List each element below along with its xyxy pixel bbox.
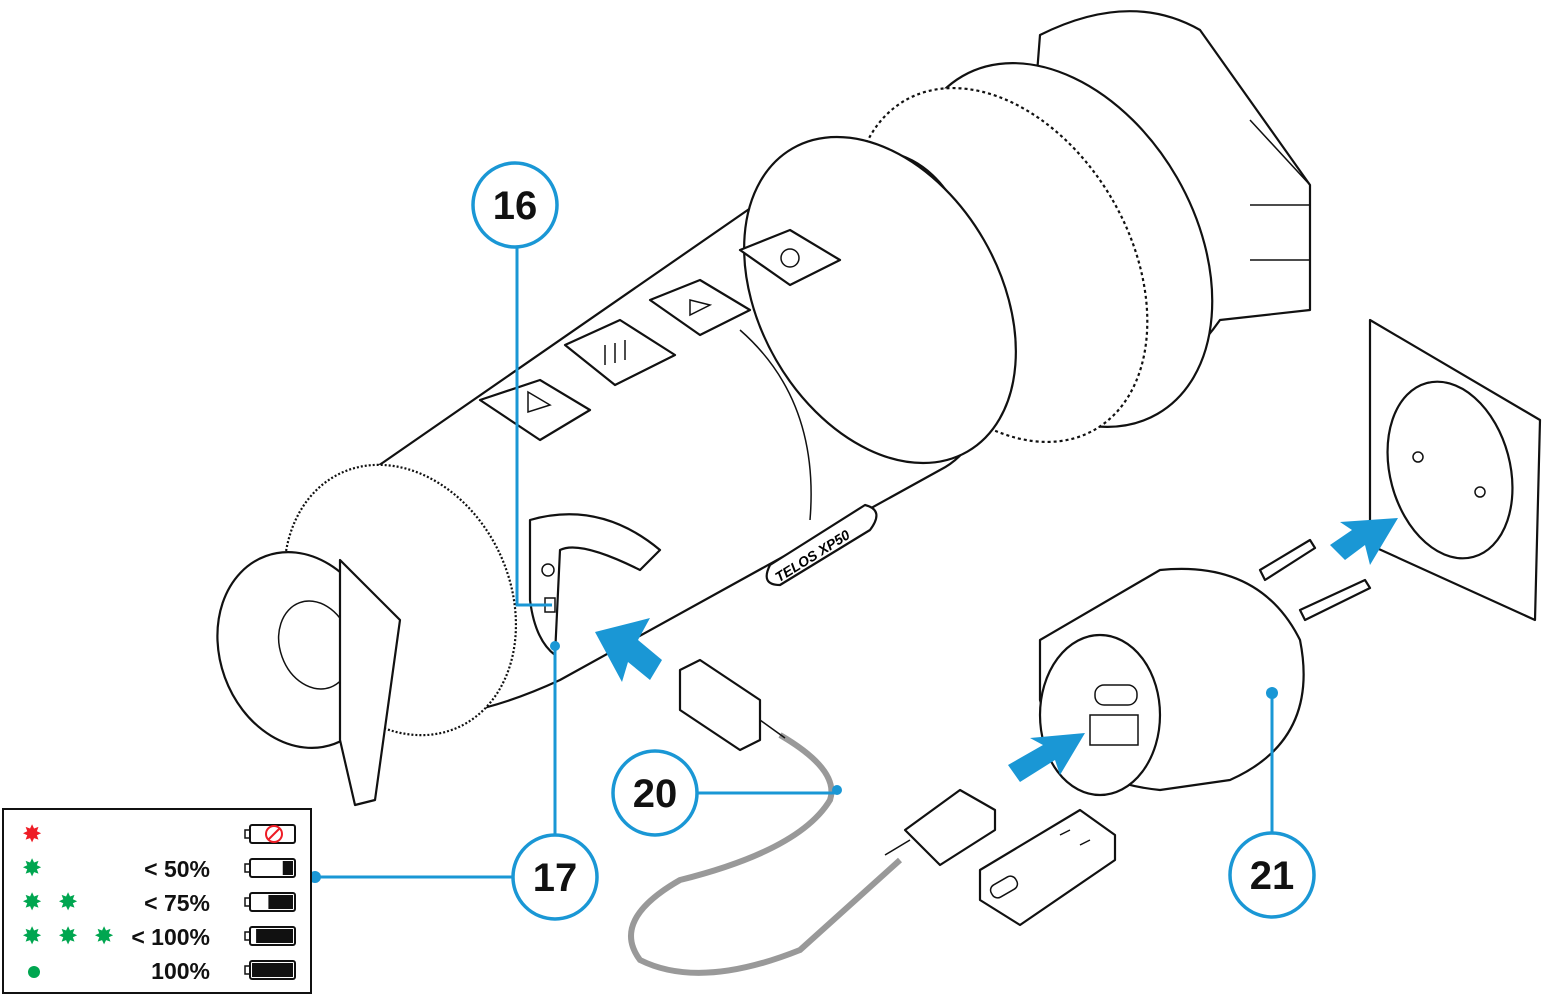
svg-text:21: 21 (1250, 854, 1295, 898)
arrow-icon (595, 618, 662, 682)
callout-16: 16 (471, 161, 559, 249)
led-blink-icon: ✸ (94, 923, 115, 950)
wall-socket (1368, 318, 1542, 622)
insert-arrows (595, 518, 1398, 782)
legend-row: ✸ < 50% (4, 854, 310, 884)
control-buttons (478, 228, 842, 442)
svg-text:20: 20 (633, 772, 678, 816)
callout-21: 21 (1228, 831, 1316, 919)
battery-icon (244, 824, 296, 844)
wall-charger (1038, 538, 1372, 797)
led-blink-icon: ✸ (22, 923, 43, 950)
led-blink-icon: ✸ (22, 821, 43, 848)
battery-percent-label: < 100% (131, 924, 210, 950)
battery-icon (244, 892, 296, 912)
led-steady-icon (28, 966, 40, 978)
led-blink-icon: ✸ (22, 889, 43, 916)
legend-row: ✸ ✸ < 75% (4, 888, 310, 918)
arrow-icon (1008, 733, 1085, 782)
callout-lines (309, 245, 1278, 883)
battery-percent-label: 100% (151, 958, 210, 984)
battery-percent-label: < 75% (144, 890, 210, 916)
legend-row: ✸ ✸ ✸ < 100% (4, 922, 310, 952)
battery-icon (244, 926, 296, 946)
legend-row: 100% (4, 956, 310, 986)
led-blink-icon: ✸ (58, 923, 79, 950)
battery-icon (244, 960, 296, 980)
svg-text:16: 16 (493, 184, 538, 228)
led-blink-icon: ✸ (58, 889, 79, 916)
battery-indicator-legend: ✸ ✸ < 50% ✸ ✸ < 75% ✸ ✸ ✸ < 100% 100% (2, 808, 312, 994)
battery-percent-label: < 50% (144, 856, 210, 882)
led-blink-icon: ✸ (22, 855, 43, 882)
callout-17: 17 (511, 833, 599, 921)
eyepiece (216, 463, 518, 807)
svg-text:17: 17 (533, 856, 578, 900)
battery-icon (244, 858, 296, 878)
callout-20: 20 (611, 749, 699, 837)
arrow-icon (1330, 518, 1398, 565)
legend-row: ✸ (4, 820, 310, 850)
